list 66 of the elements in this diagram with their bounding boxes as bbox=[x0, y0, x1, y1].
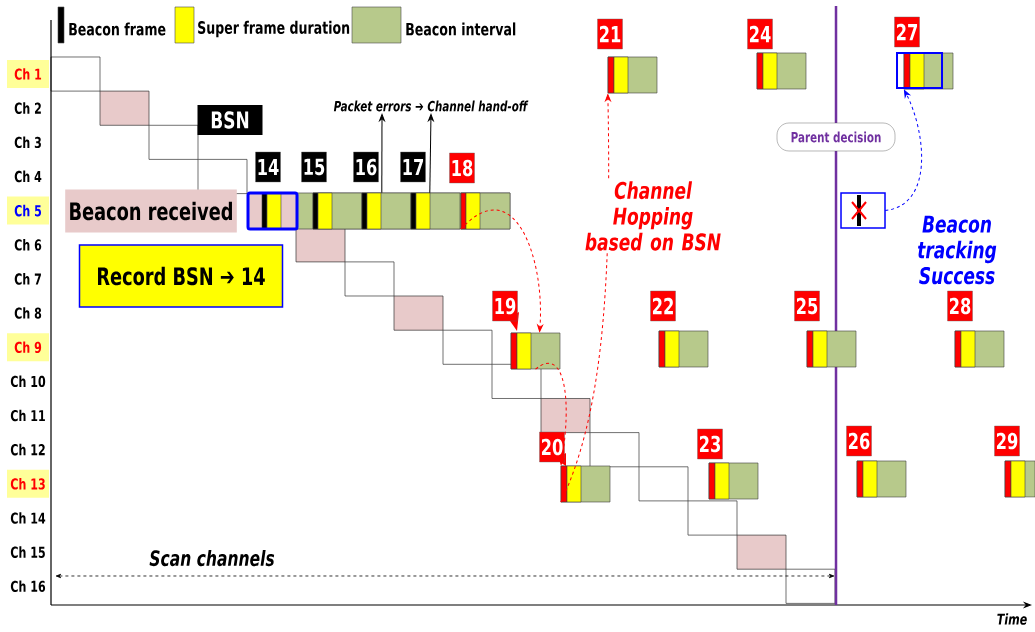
beacon-block bbox=[896, 52, 954, 90]
channel-label: Ch 4 bbox=[14, 170, 42, 183]
channel-label: Ch 3 bbox=[14, 136, 41, 149]
status-box: Beacon received bbox=[65, 189, 237, 233]
sequence-number-tag: 17 bbox=[400, 151, 426, 183]
channel-label: Ch 10 bbox=[10, 375, 46, 388]
beacon-block bbox=[708, 462, 759, 500]
sequence-number-tag: 27 bbox=[894, 16, 920, 48]
axis-label: Time bbox=[997, 613, 1027, 625]
beacon-block bbox=[246, 191, 299, 231]
sequence-number-tag: 28 bbox=[947, 290, 973, 322]
legend-text: Beacon interval bbox=[406, 22, 516, 36]
beacon-block bbox=[1004, 460, 1035, 498]
sequence-number-tag: 21 bbox=[597, 18, 623, 50]
beacon-block bbox=[806, 330, 857, 368]
sequence-number-tag: 22 bbox=[650, 290, 676, 322]
sequence-number-tag: 26 bbox=[846, 425, 872, 457]
beacon-block bbox=[756, 52, 807, 90]
arrow bbox=[535, 362, 567, 465]
beacon-block bbox=[954, 330, 1005, 368]
sequence-number-tag: 25 bbox=[794, 290, 820, 322]
channel-label: Ch 9 bbox=[7, 333, 49, 362]
channel-label: Ch 16 bbox=[10, 580, 46, 592]
channel-label: Ch 1 bbox=[7, 60, 49, 88]
arrow bbox=[428, 114, 434, 194]
legend-text: Beacon frame bbox=[69, 22, 166, 36]
sequence-number-tag: 14 bbox=[255, 151, 281, 183]
channel-label: Ch 6 bbox=[14, 239, 42, 251]
sequence-number-tag: 29 bbox=[994, 425, 1020, 457]
status-text: Beacon tracking Success bbox=[917, 215, 997, 285]
channel-label: Ch 15 bbox=[10, 546, 45, 558]
beacon-block bbox=[312, 192, 363, 230]
channel-label: Ch 5 bbox=[7, 196, 49, 225]
channel-label: Ch 13 bbox=[7, 469, 49, 498]
annotation-text: Packet errors ➔ Channel hand-off bbox=[332, 99, 530, 113]
channel-label: Ch 7 bbox=[14, 273, 41, 285]
sequence-number-tag: 15 bbox=[301, 151, 327, 183]
beacon-block bbox=[607, 56, 658, 94]
beacon-block bbox=[410, 192, 461, 230]
beacon-block bbox=[658, 330, 709, 368]
sequence-number-tag: 23 bbox=[697, 428, 723, 460]
channel-label: Ch 2 bbox=[14, 102, 41, 114]
dimension-label: Scan channels bbox=[149, 549, 275, 567]
channel-label: Ch 12 bbox=[10, 443, 45, 456]
arrow bbox=[460, 209, 543, 332]
decision-bubble: Parent decision bbox=[776, 122, 896, 152]
channel-label: Ch 11 bbox=[10, 409, 45, 422]
sequence-number-tag: 24 bbox=[747, 18, 773, 50]
beacon-block bbox=[856, 460, 907, 498]
beacon-block bbox=[510, 332, 561, 370]
sequence-number-tag: 19 bbox=[492, 290, 519, 331]
sequence-number-tag: 18 bbox=[449, 152, 475, 184]
beacon-block bbox=[560, 465, 611, 503]
beacon-block bbox=[361, 192, 412, 230]
arrow bbox=[379, 114, 385, 194]
beacon-block bbox=[460, 192, 511, 230]
bsn-tag: BSN bbox=[197, 105, 263, 135]
beacon-block bbox=[840, 192, 886, 229]
sequence-number-tag: 20 bbox=[539, 431, 566, 466]
channel-label: Ch 8 bbox=[14, 307, 42, 319]
channel-label: Ch 14 bbox=[10, 512, 46, 524]
arrow bbox=[884, 89, 922, 211]
sequence-number-tag: 16 bbox=[353, 151, 379, 183]
record-box: Record BSN ➔ 14 bbox=[78, 244, 284, 308]
edge-label: Channel Hopping based on BSN bbox=[572, 180, 734, 252]
legend-text: Super frame duration bbox=[198, 20, 350, 38]
